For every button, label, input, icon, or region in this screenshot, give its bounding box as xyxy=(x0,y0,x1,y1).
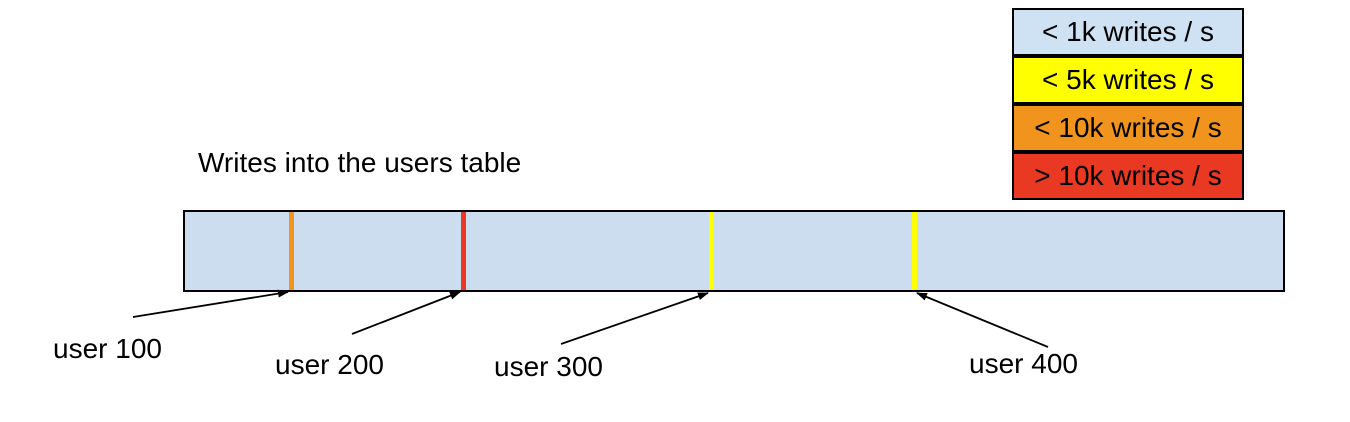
legend-item-lt-1k: < 1k writes / s xyxy=(1012,8,1244,56)
legend-item-lt-10k: < 10k writes / s xyxy=(1012,104,1244,152)
hotspot-stripe-user-300 xyxy=(708,212,714,290)
arrow-user-400 xyxy=(916,292,1049,348)
users-table-bar xyxy=(183,210,1285,292)
legend-item-lt-5k: < 5k writes / s xyxy=(1012,56,1244,104)
legend-item-label: < 10k writes / s xyxy=(1034,112,1222,143)
hotspot-stripe-user-400 xyxy=(911,212,917,290)
legend: < 1k writes / s < 5k writes / s < 10k wr… xyxy=(1012,8,1244,200)
hotspot-stripe-user-200 xyxy=(460,212,466,290)
arrow-user-300 xyxy=(560,292,709,345)
hotspot-stripe-user-100 xyxy=(288,212,294,290)
legend-item-label: < 1k writes / s xyxy=(1042,16,1214,47)
legend-item-label: > 10k writes / s xyxy=(1034,160,1222,191)
legend-item-gt-10k: > 10k writes / s xyxy=(1012,152,1244,200)
arrow-user-100 xyxy=(132,289,289,318)
diagram-title: Writes into the users table xyxy=(198,147,522,178)
user-label-300: user 300 xyxy=(494,351,603,382)
arrow-user-200 xyxy=(351,291,461,335)
user-label-200: user 200 xyxy=(275,349,384,380)
user-label-400: user 400 xyxy=(969,348,1078,379)
user-label-100: user 100 xyxy=(53,333,162,364)
legend-item-label: < 5k writes / s xyxy=(1042,64,1214,95)
